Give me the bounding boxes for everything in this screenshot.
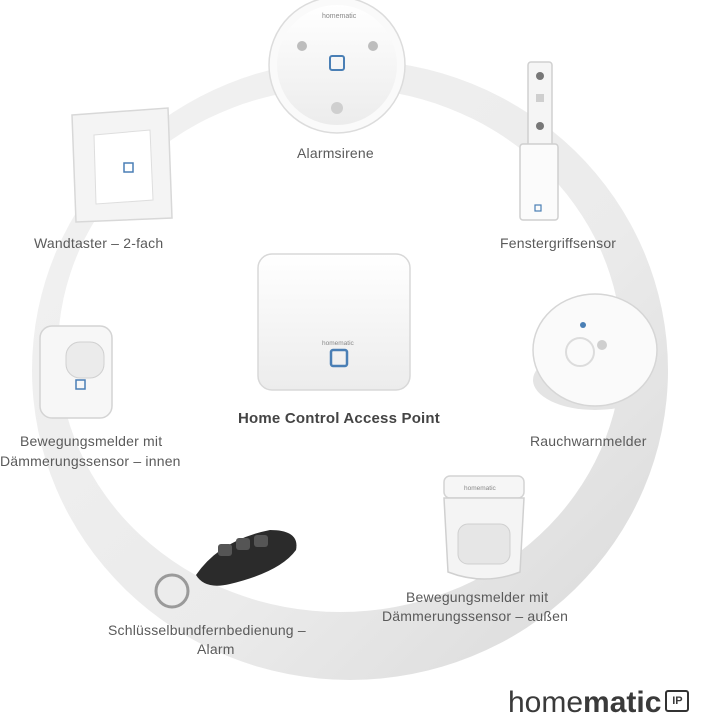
wall-switch-device [71,107,173,223]
alarm-siren-device: homematic [268,0,406,134]
label-fenstergriffsensor: Fenstergriffsensor [500,235,617,251]
label-bewegungsmelder-innen-2: Dämmerungssensor – innen [0,453,181,469]
label-wandtaster: Wandtaster – 2-fach [34,235,164,251]
key-fob-device [154,530,297,609]
label-bewegungsmelder-innen-1: Bewegungsmelder mit [20,433,163,449]
label-bewegungsmelder-aussen-2: Dämmerungssensor – außen [382,608,569,624]
logo-ip-badge: IP [665,690,690,712]
smoke-detector-device [532,293,658,410]
motion-sensor-indoor-device [39,325,113,419]
label-schluesselbund-1: Schlüsselbundfernbedienung – [108,622,306,638]
label-access-point: Home Control Access Point [238,410,440,427]
label-bewegungsmelder-aussen-1: Bewegungsmelder mit [406,589,549,605]
logo-word-bold: matic [583,686,662,719]
label-schluesselbund-2: Alarm [197,641,235,657]
label-rauchwarnmelder: Rauchwarnmelder [530,433,647,449]
svg-text:homematic: homematic [322,13,357,20]
motion-sensor-outdoor-device: homematic [443,475,525,580]
window-handle-sensor-device [519,61,559,221]
svg-text:homematic: homematic [464,485,497,492]
label-alarmsirene: Alarmsirene [297,145,374,161]
logo-word-light: home [508,686,584,719]
access-point-device: homematic [257,253,411,391]
svg-text:homematic: homematic [322,340,355,347]
